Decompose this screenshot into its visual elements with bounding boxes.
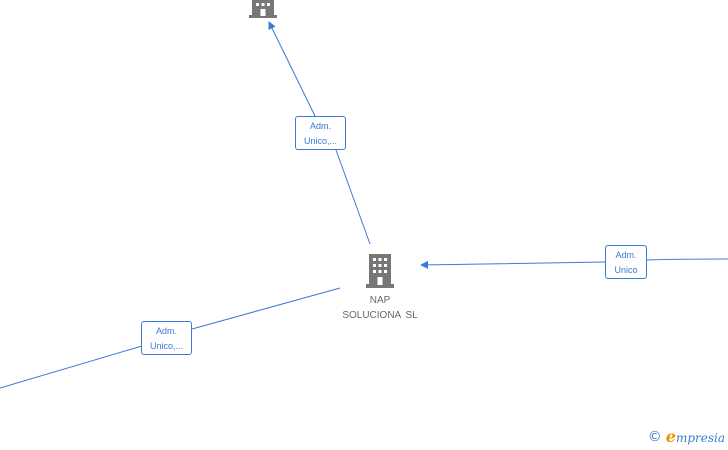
edge-line-top <box>269 22 371 245</box>
edge-label-right-line2: Unico <box>614 265 638 275</box>
brand-initial: e <box>665 427 676 446</box>
brand-logo: empresia <box>666 427 725 446</box>
center-node-label[interactable]: NAP SOLUCIONA SL <box>330 293 430 323</box>
copyright-icon: © <box>647 428 662 445</box>
brand-rest: mpresia <box>675 431 725 445</box>
edge-label-right-line1: Adm. <box>615 250 637 260</box>
top-node-building-icon[interactable] <box>249 0 277 18</box>
edge-line-right <box>421 259 728 265</box>
edge-label-top[interactable]: Adm. Unico,... <box>295 116 346 150</box>
edge-label-left-line1: Adm. <box>155 326 177 336</box>
center-node-name-line1: NAP <box>369 295 391 306</box>
edge-label-left[interactable]: Adm. Unico,... <box>141 321 192 355</box>
edge-label-left-line2: Unico,... <box>149 341 183 351</box>
edge-line-left <box>0 287 341 389</box>
edge-label-top-line2: Unico,... <box>303 136 337 146</box>
center-node-name-line2: SOLUCIONA SL <box>342 310 418 321</box>
edge-label-top-line1: Adm. <box>309 121 331 131</box>
edge-label-right[interactable]: Adm. Unico <box>605 245 647 279</box>
empresia-watermark: © empresia <box>648 427 725 446</box>
center-node-building-icon[interactable] <box>366 254 394 288</box>
